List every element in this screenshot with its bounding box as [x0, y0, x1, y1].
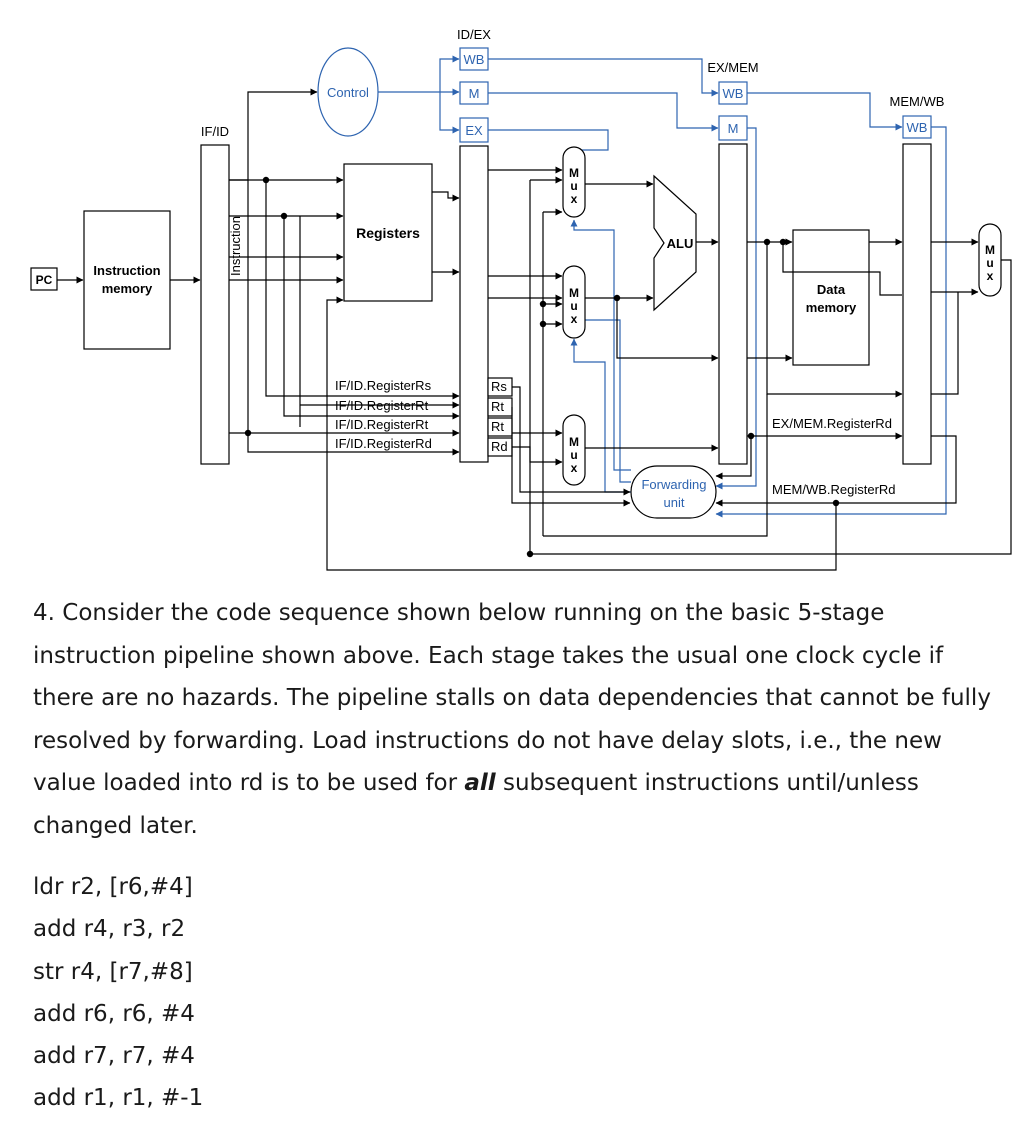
- svg-text:Rt: Rt: [491, 419, 504, 434]
- svg-text:Rs: Rs: [491, 379, 507, 394]
- ifid-registerrt-label: IF/ID.RegisterRt: [335, 398, 429, 413]
- exmem-register: [718, 143, 748, 465]
- svg-text:WB: WB: [907, 120, 928, 135]
- svg-text:Rt: Rt: [491, 399, 504, 414]
- ifid-label: IF/ID: [201, 124, 229, 139]
- code-line: ldr r2, [r6,#4]: [33, 874, 193, 900]
- svg-text:u: u: [570, 179, 577, 193]
- svg-text:x: x: [571, 461, 578, 475]
- svg-text:M: M: [728, 121, 739, 136]
- svg-text:M: M: [569, 286, 579, 300]
- alu: [653, 174, 697, 312]
- svg-text:u: u: [986, 256, 993, 270]
- code-line: str r4, [r7,#8]: [33, 958, 193, 985]
- svg-text:EX: EX: [465, 123, 483, 138]
- code-line: add r1, r1, #-1: [33, 1085, 204, 1112]
- svg-text:x: x: [571, 192, 578, 206]
- ifid-registerrs-label: IF/ID.RegisterRs: [335, 378, 432, 393]
- code-line: add r6, r6, #4: [33, 1000, 195, 1027]
- svg-text:memory: memory: [102, 281, 153, 296]
- instruction-memory: Instruction memory: [83, 210, 171, 350]
- idex-label: ID/EX: [457, 27, 491, 42]
- svg-text:u: u: [570, 299, 577, 313]
- svg-text:x: x: [987, 269, 994, 283]
- svg-text:unit: unit: [664, 495, 685, 510]
- svg-text:M: M: [569, 435, 579, 449]
- memwb-registerrd-label: MEM/WB.RegisterRd: [772, 482, 896, 497]
- svg-text:memory: memory: [806, 300, 857, 315]
- pipeline-forwarding-diagram: PC Instruction memory IF/ID Instruction …: [30, 27, 1012, 571]
- ifid-registerrd-label: IF/ID.RegisterRd: [335, 436, 432, 451]
- svg-text:u: u: [570, 448, 577, 462]
- register-file: Registers: [343, 163, 433, 302]
- memwb-register: [902, 143, 932, 465]
- exmem-registerrd-label: EX/MEM.RegisterRd: [772, 416, 892, 431]
- data-memory: Data memory: [792, 229, 870, 366]
- exmem-label: EX/MEM: [707, 60, 758, 75]
- ifid-registerrt-label-2: IF/ID.RegisterRt: [335, 417, 429, 432]
- idex-register: [459, 145, 489, 463]
- memwb-label: MEM/WB: [890, 94, 945, 109]
- svg-text:x: x: [571, 312, 578, 326]
- svg-text:PC: PC: [36, 273, 53, 287]
- svg-text:ALU: ALU: [667, 236, 694, 251]
- svg-text:Registers: Registers: [356, 225, 420, 241]
- mux-alu-b: [562, 265, 586, 339]
- svg-text:M: M: [985, 243, 995, 257]
- svg-text:Instruction: Instruction: [93, 263, 160, 278]
- mux-regdst: [562, 414, 586, 486]
- svg-text:M: M: [569, 166, 579, 180]
- forwarding-unit: Forwarding unit: [630, 465, 717, 519]
- svg-text:Data: Data: [817, 282, 846, 297]
- svg-text:WB: WB: [723, 86, 744, 101]
- code-sequence: ldr r2, [r6,#4] add r4, r3, r2 str r4, […: [33, 866, 203, 1120]
- svg-text:Control: Control: [327, 85, 369, 100]
- pc-register: PC: [30, 267, 58, 291]
- svg-text:Rd: Rd: [491, 439, 508, 454]
- ifid-register: [200, 144, 230, 465]
- mux-alu-a: [562, 146, 586, 218]
- svg-text:Forwarding: Forwarding: [641, 477, 706, 492]
- code-line: add r7, r7, #4: [33, 1043, 195, 1070]
- instruction-bus-label: Instruction: [228, 216, 243, 276]
- question-text: 4. Consider the code sequence shown belo…: [33, 600, 991, 839]
- svg-text:WB: WB: [464, 52, 485, 67]
- svg-text:M: M: [469, 86, 480, 101]
- code-line: add r4, r3, r2: [33, 916, 186, 943]
